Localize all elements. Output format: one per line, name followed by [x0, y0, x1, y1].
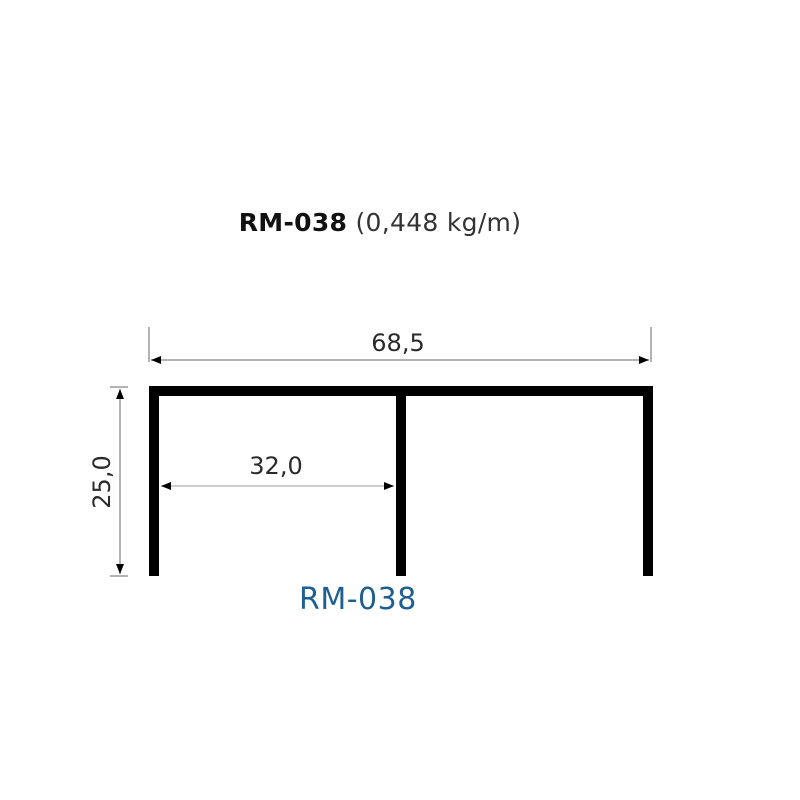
profile-code: RM-038 [238, 208, 348, 237]
height-dimension: 25,0 [88, 386, 128, 577]
profile-caption: RM-038 [299, 582, 417, 617]
overall-width-label: 68,5 [371, 329, 424, 357]
profile-weight: (0,448 kg/m) [355, 208, 522, 237]
height-label: 25,0 [88, 455, 116, 508]
profile-shape [149, 386, 653, 576]
overall-width-dimension: 68,5 [148, 327, 652, 364]
inner-width-dimension: 32,0 [161, 452, 394, 490]
inner-width-label: 32,0 [249, 452, 302, 480]
profile-title: RM-038 (0,448 kg/m) [0, 208, 760, 237]
